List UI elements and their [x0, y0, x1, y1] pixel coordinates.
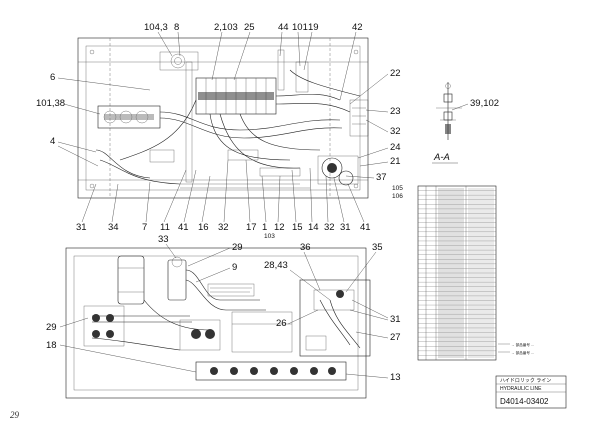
- callout-2-103: 2,103: [214, 22, 238, 33]
- callout-101-38: 101,38: [36, 98, 65, 109]
- right-fitting-a: [321, 157, 343, 179]
- callout-15: 15: [292, 222, 303, 233]
- callout-22: 22: [390, 68, 401, 79]
- callout-17: 17: [246, 222, 257, 233]
- callout-21: 21: [390, 156, 401, 167]
- callout-24: 24: [390, 142, 401, 153]
- callout-26: 26: [276, 318, 287, 329]
- parts-notes: → 部品番号 ... → 部品番号 ...: [498, 342, 534, 355]
- callout-23: 23: [390, 106, 401, 117]
- callout-18: 18: [46, 340, 57, 351]
- parts-list-table: [417, 185, 497, 361]
- page-number: 29: [10, 410, 20, 420]
- callout-41-right: 41: [360, 222, 371, 233]
- callout-13: 13: [390, 372, 401, 383]
- pump-unit: [97, 105, 161, 129]
- callout-8: 8: [174, 22, 179, 33]
- callout-1: 1: [262, 222, 267, 233]
- note-line-2: → 部品番号 ...: [511, 350, 534, 355]
- title-block: ハイドロリック ライン HYDRAULIC LINE D4014-03402: [495, 375, 567, 409]
- bottom-view-callouts: 33 29 9 28,43 36 35 26 31 27 29 18 13: [46, 234, 401, 383]
- callout-14: 14: [308, 222, 319, 233]
- callout-4: 4: [50, 136, 55, 147]
- callout-39-102: 39,102: [470, 98, 499, 109]
- filter-canister: [117, 255, 145, 305]
- title-english: HYDRAULIC LINE: [500, 386, 542, 392]
- bottom-frame-outer: [65, 247, 367, 399]
- section-view-a-a: 39,102 A-A: [432, 82, 499, 164]
- callout-25: 25: [244, 22, 255, 33]
- callout-31-right: 31: [340, 222, 351, 233]
- top-view-leaders: [57, 31, 389, 223]
- drawing-number: D4014-03402: [500, 397, 549, 406]
- callout-9: 9: [232, 262, 237, 273]
- section-label-a-a: A-A: [433, 152, 450, 163]
- callout-33: 33: [158, 234, 169, 245]
- callout-19: 19: [308, 22, 319, 33]
- callout-34: 34: [108, 222, 119, 233]
- top-view-callouts: 104,3 8 2,103 25 44 101 19 42 6 101,38 2…: [36, 22, 403, 240]
- callout-36: 36: [300, 242, 311, 253]
- callout-37: 37: [376, 172, 387, 183]
- callout-32-bottom-a: 32: [218, 222, 229, 233]
- lower-manifold: [195, 361, 347, 381]
- callout-29-top: 29: [232, 242, 243, 253]
- callout-42: 42: [352, 22, 363, 33]
- callout-31-left: 31: [76, 222, 87, 233]
- top-frame-inner: [85, 45, 361, 191]
- callout-104-3: 104,3: [144, 22, 168, 33]
- callout-11: 11: [160, 222, 170, 233]
- callout-7: 7: [142, 222, 147, 233]
- title-japanese: ハイドロリック ライン: [500, 378, 551, 384]
- callout-103: 103: [264, 233, 275, 240]
- callout-41-left: 41: [178, 222, 189, 233]
- callout-27: 27: [390, 332, 401, 343]
- top-view-assembly: [77, 37, 369, 199]
- right-sub-unit: [299, 279, 371, 357]
- callout-32-bottom-b: 32: [324, 222, 335, 233]
- note-line-1: → 部品番号 ...: [511, 342, 534, 347]
- callout-29-left: 29: [46, 322, 57, 333]
- bottom-view-assembly: [65, 247, 371, 399]
- callout-106: 106: [392, 193, 403, 200]
- callout-44: 44: [278, 22, 289, 33]
- callout-16: 16: [198, 222, 209, 233]
- callout-12: 12: [274, 222, 285, 233]
- callout-105: 105: [392, 185, 403, 192]
- callout-6: 6: [50, 72, 55, 83]
- callout-101: 101: [292, 22, 308, 33]
- callout-31-bottom: 31: [390, 314, 401, 325]
- callout-35: 35: [372, 242, 383, 253]
- callout-28-43: 28,43: [264, 260, 288, 271]
- parts-list-rows: [418, 190, 496, 356]
- callout-32-right: 32: [390, 126, 401, 137]
- bottom-view-leaders: [59, 243, 389, 379]
